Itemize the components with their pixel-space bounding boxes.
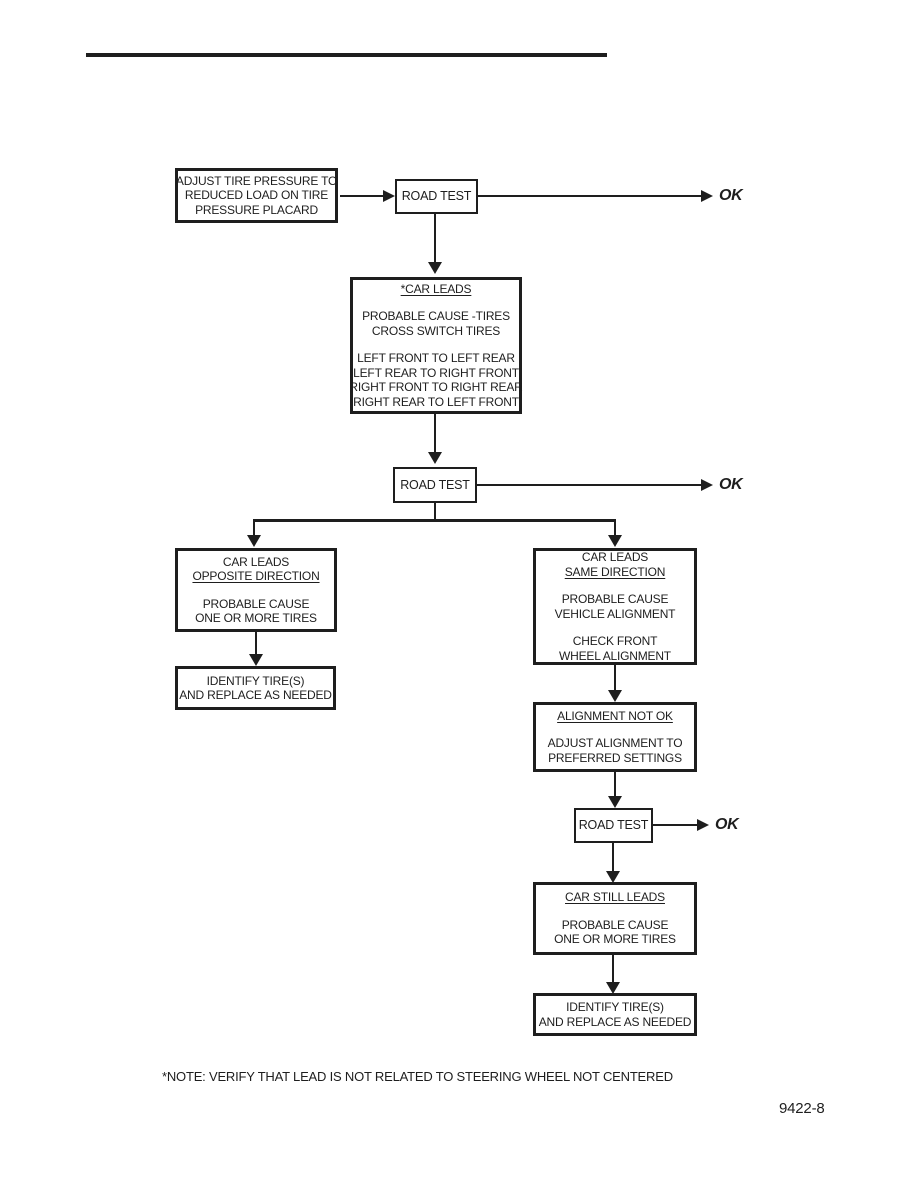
box-line: CAR LEADS [222, 554, 290, 569]
same-direction-box: CAR LEADS SAME DIRECTION PROBABLE CAUSE … [533, 548, 697, 665]
connector-same-to-alignment [614, 665, 616, 691]
box-line: PROBABLE CAUSE [561, 917, 669, 932]
box-line: ROAD TEST [401, 189, 472, 204]
ok-label-3: OK [715, 816, 739, 833]
box-line: ADJUST TIRE PRESSURE TO [175, 173, 338, 188]
arrowhead-down-icon [608, 796, 622, 808]
connector-roadtest2-to-ok [477, 484, 703, 486]
arrowhead-down-icon [247, 535, 261, 547]
connector-branch-bar [253, 519, 616, 522]
box-line: ROAD TEST [578, 818, 649, 833]
box-title: *CAR LEADS [400, 281, 472, 296]
alignment-not-ok-box: ALIGNMENT NOT OK ADJUST ALIGNMENT TO PRE… [533, 702, 697, 772]
connector-carleads-to-roadtest2 [434, 414, 436, 453]
box-line: AND REPLACE AS NEEDED [538, 1014, 692, 1029]
car-leads-box: *CAR LEADS PROBABLE CAUSE -TIRES CROSS S… [349, 277, 523, 414]
arrowhead-down-icon [608, 535, 622, 547]
box-line: REDUCED LOAD ON TIRE [184, 188, 329, 203]
box-title: SAME DIRECTION [564, 564, 666, 579]
connector-roadtest2-stub [434, 503, 436, 521]
arrowhead-down-icon [428, 452, 442, 464]
box-line: LEFT REAR TO RIGHT FRONT [353, 365, 519, 380]
arrowhead-down-icon [606, 982, 620, 994]
arrowhead-right-icon [697, 819, 709, 831]
opposite-direction-box: CAR LEADS OPPOSITE DIRECTION PROBABLE CA… [175, 548, 337, 632]
box-line: PROBABLE CAUSE [202, 596, 310, 611]
road-test-2-box: ROAD TEST [393, 467, 477, 503]
connector-roadtest1-to-carleads [434, 213, 436, 263]
box-line: ROAD TEST [400, 477, 470, 492]
arrowhead-down-icon [428, 262, 442, 274]
figure-number: 9422-8 [779, 1100, 825, 1117]
box-line: ONE OR MORE TIRES [554, 932, 676, 947]
box-line: PROBABLE CAUSE -TIRES [362, 309, 510, 324]
connector-adjust-to-roadtest1 [340, 195, 384, 197]
arrowhead-right-icon [383, 190, 395, 202]
box-line: IDENTIFY TIRE(S) [566, 1000, 664, 1014]
box-line: CROSS SWITCH TIRES [371, 323, 501, 338]
box-line: PREFERRED SETTINGS [548, 750, 682, 765]
connector-branch-right [614, 519, 616, 536]
connector-alignment-to-roadtest3 [614, 772, 616, 797]
ok-label-2: OK [719, 476, 743, 493]
arrowhead-right-icon [701, 190, 713, 202]
box-line: RIGHT FRONT TO RIGHT REAR [349, 380, 523, 395]
road-test-3-box: ROAD TEST [574, 808, 653, 843]
box-line: ONE OR MORE TIRES [195, 611, 317, 625]
box-title: ALIGNMENT NOT OK [557, 708, 673, 723]
box-line: VEHICLE ALIGNMENT [554, 606, 676, 621]
connector-stillleads-to-identify [612, 955, 614, 983]
ok-label-1: OK [719, 187, 743, 204]
box-title: OPPOSITE DIRECTION [192, 569, 320, 583]
box-line: CAR LEADS [581, 550, 649, 564]
arrowhead-down-icon [608, 690, 622, 702]
box-line: AND REPLACE AS NEEDED [179, 688, 332, 702]
arrowhead-right-icon [701, 479, 713, 491]
connector-branch-left [253, 519, 255, 536]
box-line: ADJUST ALIGNMENT TO [547, 736, 683, 751]
connector-roadtest1-to-ok [477, 195, 703, 197]
box-line: PRESSURE PLACARD [195, 202, 318, 217]
arrowhead-down-icon [249, 654, 263, 666]
arrowhead-down-icon [606, 871, 620, 883]
box-line: WHEEL ALIGNMENT [559, 648, 671, 663]
connector-roadtest3-to-stillleads [612, 843, 614, 872]
box-title: CAR STILL LEADS [565, 890, 665, 905]
header-rule [86, 53, 607, 57]
box-line: LEFT FRONT TO LEFT REAR [357, 351, 515, 366]
footnote: *NOTE: VERIFY THAT LEAD IS NOT RELATED T… [162, 1069, 673, 1084]
adjust-tire-pressure-box: ADJUST TIRE PRESSURE TO REDUCED LOAD ON … [175, 168, 338, 223]
box-line: CHECK FRONT [572, 634, 658, 648]
box-line: RIGHT REAR TO LEFT FRONT [353, 394, 519, 409]
box-line: IDENTIFY TIRE(S) [206, 673, 305, 688]
connector-opposite-to-identify [255, 632, 257, 655]
identify-tires-left-box: IDENTIFY TIRE(S) AND REPLACE AS NEEDED [175, 666, 336, 710]
identify-tires-right-box: IDENTIFY TIRE(S) AND REPLACE AS NEEDED [533, 993, 697, 1036]
box-line: PROBABLE CAUSE [561, 592, 669, 606]
connector-roadtest3-to-ok [653, 824, 699, 826]
road-test-1-box: ROAD TEST [395, 179, 478, 214]
car-still-leads-box: CAR STILL LEADS PROBABLE CAUSE ONE OR MO… [533, 882, 697, 955]
